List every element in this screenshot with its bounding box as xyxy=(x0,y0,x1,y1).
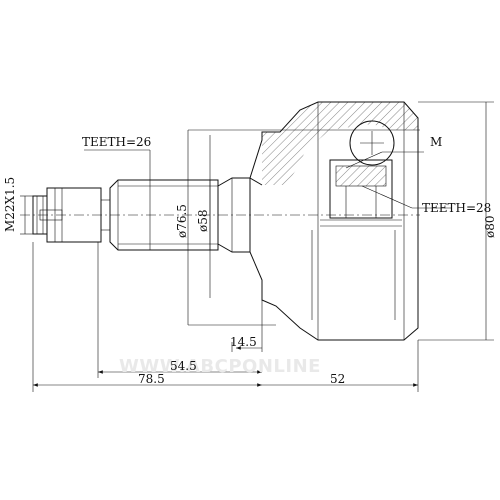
len-54-5-label: 54.5 xyxy=(170,359,197,373)
watermark-text: WWW.ABCPONLINE xyxy=(119,356,321,377)
len-14-5-label: 14.5 xyxy=(230,335,257,349)
teeth-outer-label: TEETH=26 xyxy=(82,135,151,149)
bell-housing xyxy=(249,101,419,341)
dia-76-5-label: ø76.5 xyxy=(175,204,189,238)
len-52-label: 52 xyxy=(330,372,345,386)
inner-race xyxy=(329,159,393,219)
threaded-tip xyxy=(32,187,110,243)
dimension-lines xyxy=(20,101,494,392)
marker-m-label: M xyxy=(430,135,442,149)
teeth-inner-label: TEETH=28 xyxy=(422,201,491,215)
thread-label: M22X1.5 xyxy=(3,177,17,232)
len-78-5-label: 78.5 xyxy=(138,372,165,386)
dia-80-label: ø80 xyxy=(483,216,497,239)
dia-58-label: ø58 xyxy=(196,210,210,233)
ball xyxy=(349,120,395,166)
